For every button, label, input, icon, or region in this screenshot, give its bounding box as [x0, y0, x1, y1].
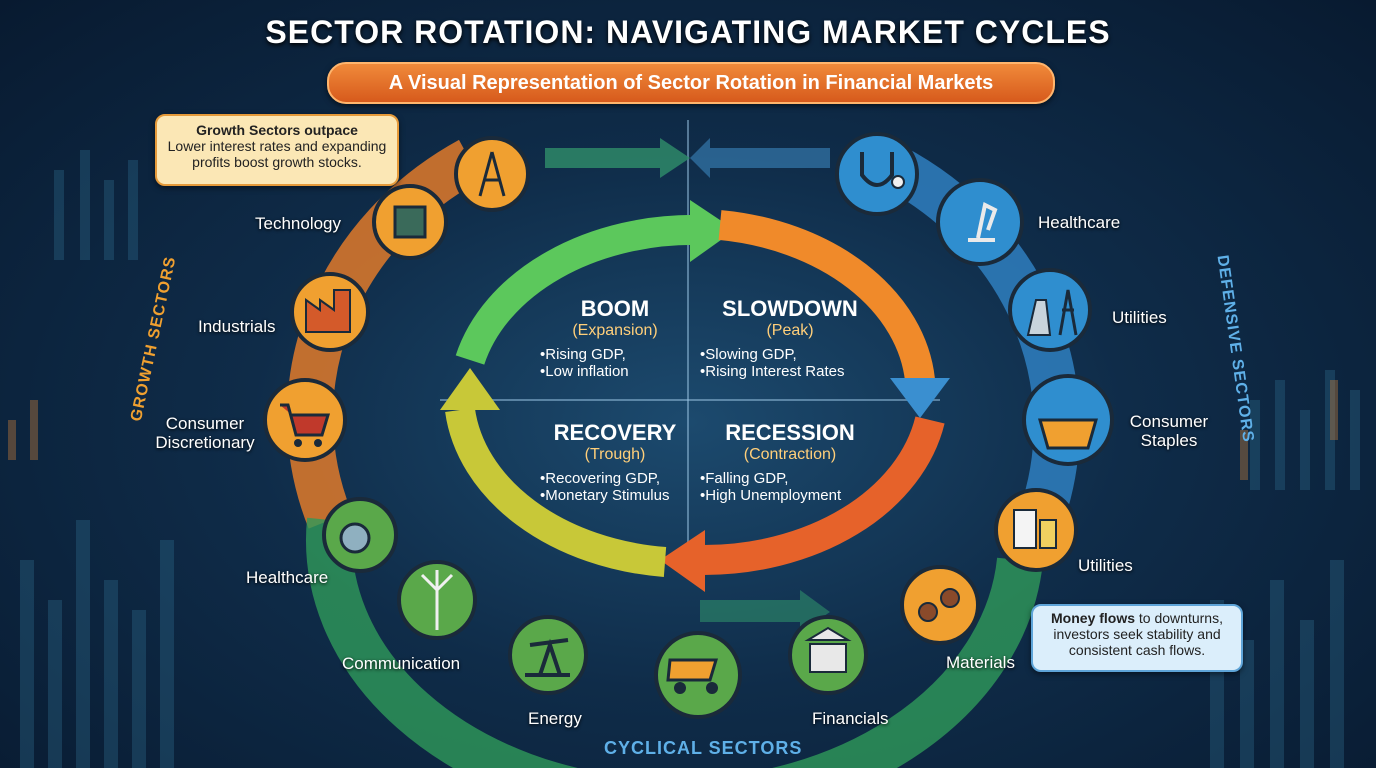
phase-recovery-bullet: Recovering GDP,: [540, 470, 690, 487]
sector-label-financials: Financials: [812, 709, 889, 728]
microchip-icon: [372, 184, 448, 260]
phase-boom: BOOM (Expansion) Rising GDP,Low inflatio…: [540, 296, 690, 380]
phase-recession-bullet: Falling GDP,: [700, 470, 880, 487]
dump-truck-icon: [654, 631, 742, 719]
money-flow-text: to downturns, investors seek stability a…: [1053, 610, 1223, 658]
turbine-icon: [322, 497, 398, 573]
factory-icon: [290, 272, 370, 352]
phase-recovery-name: RECOVERY: [553, 420, 677, 445]
phase-recovery-bullet: Monetary Stimulus: [540, 487, 690, 504]
sector-label-consumer-discretionary: Consumer Discretionary: [155, 414, 255, 452]
growth-callout: Growth Sectors outpace Lower interest ra…: [155, 114, 399, 186]
grocery-basket-icon: [1022, 374, 1114, 466]
phase-recession: RECESSION (Contraction) Falling GDP,High…: [700, 420, 880, 504]
sector-label-technology: Technology: [255, 214, 342, 233]
phase-slowdown-sub: (Peak): [766, 322, 814, 339]
sector-label-utilities-upper: Utilities: [1112, 308, 1167, 327]
sector-label-consumer-staples: Consumer Staples: [1129, 412, 1209, 450]
shopping-cart-icon: [263, 378, 347, 462]
phase-recession-sub: (Contraction): [743, 446, 837, 463]
page-title: SECTOR ROTATION: NAVIGATING MARKET CYCLE…: [265, 14, 1111, 50]
bank-icon: [788, 615, 868, 695]
money-flow-bold: Money flows: [1051, 610, 1136, 626]
phase-recession-bullet: High Unemployment: [700, 487, 880, 504]
phase-slowdown-bullet: Rising Interest Rates: [700, 363, 880, 380]
phase-slowdown-name: SLOWDOWN: [722, 296, 858, 321]
phase-boom-bullet: Low inflation: [540, 363, 690, 380]
growth-callout-text: Lower interest rates and expanding profi…: [167, 138, 387, 170]
phase-boom-bullet: Rising GDP,: [540, 346, 690, 363]
wind-turbine-icon: [397, 560, 477, 640]
phase-recovery-sub: (Trough): [584, 446, 646, 463]
boom-arrow: [455, 214, 701, 365]
sector-label-materials: Materials: [946, 653, 1015, 672]
antenna-tower-icon: [454, 136, 530, 212]
phase-boom-sub: (Expansion): [572, 322, 658, 339]
phase-recession-name: RECESSION: [725, 420, 855, 445]
phase-slowdown-bullet: Slowing GDP,: [700, 346, 880, 363]
recovery-arrow: [445, 407, 667, 577]
microscope-icon: [936, 178, 1024, 266]
stethoscope-icon: [835, 132, 919, 216]
growth-callout-title: Growth Sectors outpace: [196, 122, 358, 138]
sector-label-healthcare-left: Healthcare: [246, 568, 329, 587]
phase-slowdown: SLOWDOWN (Peak) Slowing GDP,Rising Inter…: [700, 296, 880, 380]
sector-label-utilities-lower: Utilities: [1078, 556, 1133, 575]
cyclical-sectors-label: CYCLICAL SECTORS: [604, 738, 803, 758]
sector-label-communication: Communication: [342, 654, 461, 673]
sector-label-industrials: Industrials: [198, 317, 276, 336]
sector-label-healthcare-right: Healthcare: [1038, 213, 1121, 232]
money-flow-callout: Money flows to downturns, investors seek…: [1031, 604, 1243, 672]
slowdown-arrow: [718, 210, 935, 382]
phase-recovery: RECOVERY (Trough) Recovering GDP,Monetar…: [540, 420, 690, 504]
power-plant-icon: [1008, 268, 1092, 352]
subtitle-banner: A Visual Representation of Sector Rotati…: [327, 62, 1055, 104]
phase-boom-name: BOOM: [580, 296, 650, 321]
cyclical-band: [306, 517, 1043, 768]
milk-carton-icon: [994, 488, 1078, 572]
sector-label-energy: Energy: [528, 709, 582, 728]
oil-pump-icon: [508, 615, 588, 695]
recession-arrow: [699, 416, 945, 576]
logs-icon: [900, 565, 980, 645]
